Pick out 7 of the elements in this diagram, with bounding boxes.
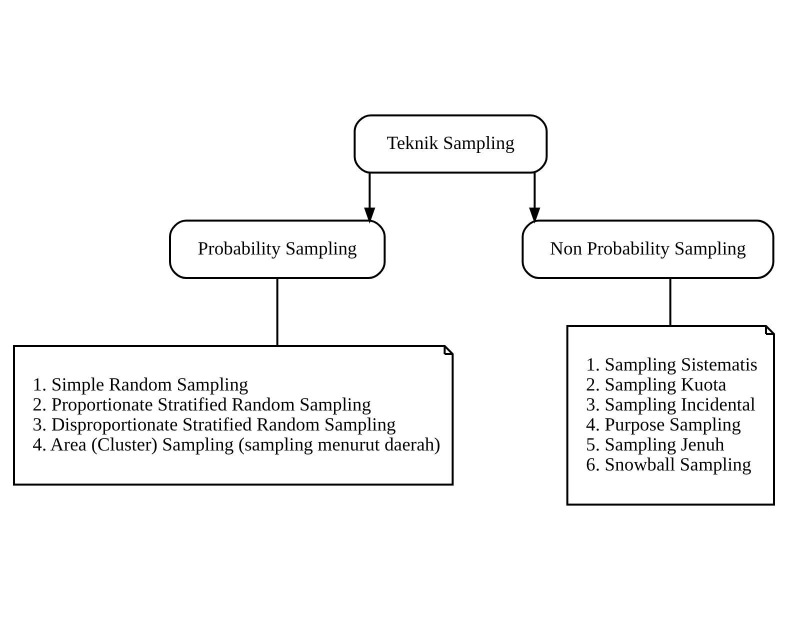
connector [276, 278, 278, 346]
node-box: Non Probability Sampling [522, 220, 774, 279]
arrow [364, 172, 376, 224]
connector [669, 278, 672, 326]
node-box: Teknik Sampling [354, 114, 548, 174]
node-box: Probability Sampling [169, 220, 386, 279]
arrow [529, 172, 540, 224]
